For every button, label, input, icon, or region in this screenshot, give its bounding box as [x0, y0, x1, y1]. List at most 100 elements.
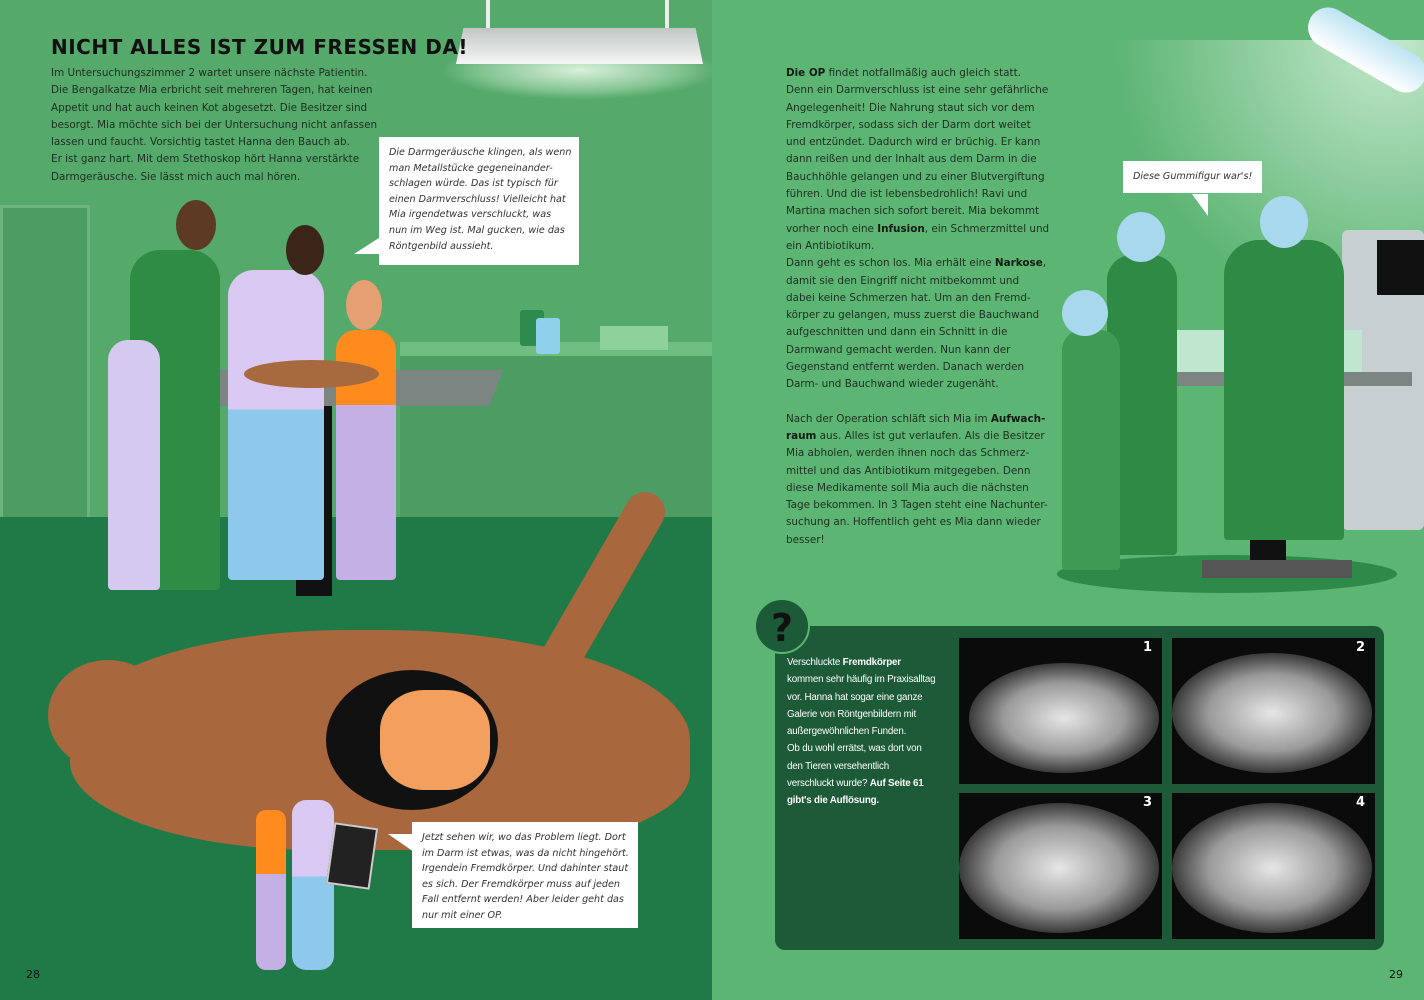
text-segment: außergewöhnlichen Funden. [787, 726, 907, 738]
surgeon-2 [1224, 240, 1344, 540]
text-segment: vor. Hanna hat sogar eine ganze [787, 691, 923, 703]
xray-image-3: 3 [959, 793, 1162, 939]
text-line: Dann geht es schon los. Mia erhält eine … [786, 255, 1049, 272]
lamp-cord [486, 0, 490, 30]
text-line: Mia irgendetwas verschluckt, was [389, 207, 569, 223]
text-line: vor. Hanna hat sogar eine ganze [787, 689, 935, 706]
bold-term: gibt's die Auflösung. [787, 795, 879, 807]
text-line: diese Medikamente soll Mia auch die näch… [786, 480, 1049, 497]
cat-on-table [244, 360, 379, 388]
right-page: Die OP findet notfallmäßig auch gleich s… [712, 0, 1424, 1000]
xray-image-4: 4 [1172, 793, 1375, 939]
text-line: körper zu gelangen, muss zuerst die Bauc… [786, 307, 1049, 324]
text-segment: dann reißen und der Inhalt aus dem Darm … [786, 153, 1037, 166]
surgeon-1-cap [1117, 212, 1165, 262]
text-segment: Im Untersuchungszimmer 2 wartet unsere n… [51, 67, 368, 79]
text-line: besorgt. Mia möchte sich bei der Untersu… [51, 117, 377, 134]
text-segment: Gegenstand entfernt werden. Danach werde… [786, 361, 1025, 374]
text-segment: Röntgenbild aussieht. [389, 240, 494, 252]
text-segment: lassen und faucht. Vorsichtig tastet Han… [51, 136, 350, 149]
page-number: 28 [26, 968, 40, 981]
text-segment: Jetzt sehen wir, wo das Problem liegt. D… [422, 832, 626, 843]
text-line: einen Darmverschluss! Vielleicht hat [389, 192, 569, 208]
text-segment: aufgeschnitten und dann ein Schnitt in d… [786, 326, 1008, 339]
text-line: mittel und das Antibiotikum mitgegeben. … [786, 463, 1049, 480]
intestines [380, 690, 490, 790]
text-segment: diese Medikamente soll Mia auch die näch… [786, 481, 1029, 494]
text-line: Ob du wohl errätst, was dort von [787, 740, 935, 757]
assistant-head [346, 280, 382, 330]
text-line: raum aus. Alles ist gut verlaufen. Als d… [786, 428, 1049, 445]
girl [108, 340, 160, 590]
text-segment: Dann geht es schon los. Mia erhält eine [786, 257, 995, 270]
text-segment: Verschluckte [787, 657, 843, 668]
text-line: Galerie von Röntgenbildern mit [787, 706, 935, 723]
assistant-surgeon [1062, 330, 1120, 570]
vet-small [292, 800, 334, 970]
text-line: Verschluckte Fremdkörper [787, 654, 935, 671]
text-segment: man Metallstücke gegeneinander- [389, 162, 553, 174]
speech-bubble-xray: Jetzt sehen wir, wo das Problem liegt. D… [412, 822, 638, 928]
text-line: schlagen würde. Das ist typisch für [389, 176, 569, 192]
lamp-cord [665, 0, 669, 30]
cat-head [48, 660, 168, 770]
text-segment: verschluckt wurde? [787, 778, 870, 790]
text-segment: den Tieren versehentlich [787, 760, 889, 772]
text-line [786, 394, 1049, 411]
text-line: Denn ein Darmverschluss ist eine sehr ge… [786, 82, 1049, 99]
bold-term: Aufwach- [990, 412, 1046, 425]
jar [536, 318, 560, 354]
text-line: Die OP findet notfallmäßig auch gleich s… [786, 65, 1049, 82]
text-segment: Darmgeräusche. Sie lässt mich auch mal h… [51, 170, 301, 183]
text-line: nur mit einer OP. [422, 908, 628, 924]
text-line: lassen und faucht. Vorsichtig tastet Han… [51, 134, 377, 151]
bold-term: Auf Seite 61 [869, 778, 924, 790]
text-line: Er ist ganz hart. Mit dem Stethoskop hör… [51, 151, 377, 168]
text-line: Angelegenheit! Die Nahrung staut sich vo… [786, 100, 1049, 117]
bold-term: Narkose [994, 257, 1043, 270]
text-segment: Die Bengalkatze Mia erbricht seit mehrer… [51, 84, 373, 97]
text-line: im Darm ist etwas, was da nicht hingehör… [422, 846, 629, 862]
xray-number: 4 [1355, 795, 1365, 810]
question-mark-icon: ? [754, 598, 810, 654]
text-segment: damit sie den Eingriff nicht mitbekommt … [786, 274, 1020, 287]
owner-man-head [176, 200, 216, 250]
xray-film [325, 822, 379, 890]
monitor [1377, 240, 1424, 295]
text-segment: Ob du wohl errätst, was dort von [787, 743, 922, 755]
text-line: Diese Gummifigur war's! [1133, 169, 1252, 185]
text-segment: , [1042, 257, 1047, 270]
text-segment: Fall entfernt werden! Aber leider geht d… [422, 894, 624, 906]
text-line: dabei keine Schmerzen hat. Um an den Fre… [786, 290, 1049, 307]
text-line: dann reißen und der Inhalt aus dem Darm … [786, 151, 1049, 168]
text-segment: ein Antibiotikum. [786, 239, 875, 252]
intro-text: Im Untersuchungszimmer 2 wartet unsere n… [51, 65, 377, 186]
text-segment: führen. Und die ist lebensbedrohlich! Ra… [786, 188, 1028, 201]
text-line: Irgendein Fremdkörper. Und dahinter stau… [422, 861, 628, 877]
text-segment: Irgendein Fremdkörper. Und dahinter stau… [422, 863, 629, 875]
speech-bubble-rubber-figure: Diese Gummifigur war's! [1123, 161, 1263, 193]
text-line: Mia abholen, werden ihnen noch das Schme… [786, 445, 1049, 462]
text-segment: Bauchhöhle gelangen und zu einer Blutver… [786, 170, 1045, 183]
text-segment: körper zu gelangen, muss zuerst die Bauc… [786, 309, 1040, 322]
bold-term: raum [786, 429, 817, 442]
text-segment: und entzündet. Dadurch wird er brüchig. … [786, 136, 1041, 149]
xray-number: 1 [1142, 640, 1152, 655]
body-text: Die OP findet notfallmäßig auch gleich s… [786, 65, 1049, 549]
tissue-box [600, 326, 668, 350]
assistant-cap [1062, 290, 1108, 336]
left-cabinet [0, 205, 90, 520]
text-line: nun im Weg ist. Mal gucken, wie das [389, 223, 569, 239]
page-number: 29 [1389, 968, 1403, 981]
text-line: Darm- und Bauchwand wieder zugenäht. [786, 376, 1049, 393]
text-segment: Appetit und hat auch keinen Kot abgesetz… [51, 101, 368, 114]
xray-image-1: 1 [959, 638, 1162, 784]
text-segment: Tage bekommen. In 3 Tagen steht eine Nac… [786, 499, 1048, 512]
text-segment: Er ist ganz hart. Mit dem Stethoskop hör… [51, 153, 360, 166]
text-segment: mittel und das Antibiotikum mitgegeben. … [786, 464, 1031, 477]
text-segment: Denn ein Darmverschluss ist eine sehr ge… [786, 84, 1049, 97]
text-segment: vorher noch eine [786, 222, 878, 235]
text-line: Darmwand gemacht werden. Nun kann der [786, 342, 1049, 359]
